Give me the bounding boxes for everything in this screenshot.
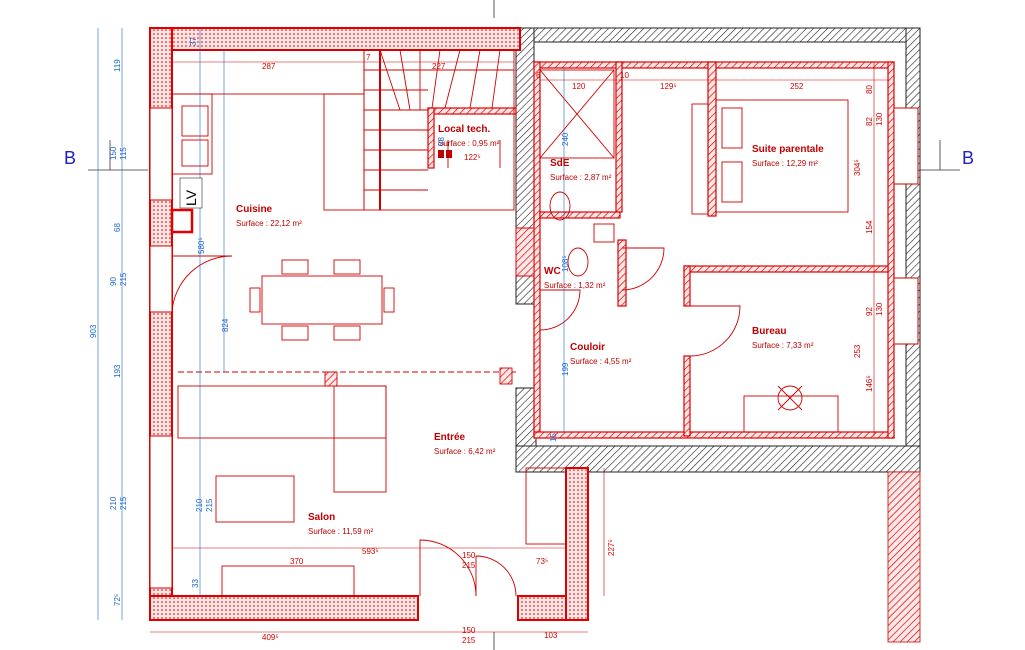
room-surface-couloir: Surface : 4,55 m² (570, 357, 632, 366)
dim-left-215a: 215 (119, 272, 128, 286)
dim-r-82a: 82 (865, 117, 874, 126)
dim-r-130b: 130 (875, 302, 884, 316)
dim-left-68: 68 (113, 223, 122, 232)
doors (171, 140, 741, 597)
room-surface-sde: Surface : 2,87 m² (550, 173, 612, 182)
room-salon: Salon Surface : 11,59 m² (308, 512, 374, 536)
room-surface-entree: Surface : 6,42 m² (434, 447, 496, 456)
dim-in-580: 580⁵ (197, 237, 206, 254)
dim-foot-103: 103 (544, 631, 558, 640)
left-dimension-lines (97, 28, 565, 620)
dim-r-146: 146⁵ (865, 375, 874, 392)
room-sde: SdE Surface : 2,87 m² (550, 158, 612, 182)
dim-r-130a: 130 (875, 112, 884, 126)
dim-left-150: 150 (109, 146, 118, 160)
dim-bot-370: 370 (290, 557, 304, 566)
dim-r-304: 304⁵ (853, 159, 862, 176)
dim-top-129: 129⁵ (660, 82, 677, 91)
dim-r-253: 253 (853, 344, 862, 358)
local-tech-equipment (438, 150, 452, 158)
room-surface-local: Surface : 0,95 m² (438, 139, 500, 148)
section-label-left: B (64, 148, 76, 168)
room-suite: Suite parentale Surface : 12,29 m² (752, 144, 824, 168)
dim-left-115: 115 (119, 147, 128, 160)
lv-label: LV (179, 177, 203, 209)
room-name-wc: WC (544, 266, 561, 277)
dim-wc-108: 108⁵ (561, 255, 570, 272)
dim-top-120: 120 (572, 82, 586, 91)
room-name-bureau: Bureau (752, 326, 786, 337)
room-name-couloir: Couloir (570, 342, 605, 353)
dim-left-215b: 215 (119, 496, 128, 510)
dim-cor-15: 15 (549, 433, 558, 442)
dim-in-824: 824 (221, 318, 230, 332)
room-name-suite: Suite parentale (752, 144, 824, 155)
bathroom-fixtures (539, 69, 615, 277)
dim-bot-215: 215 (462, 561, 476, 570)
dim-foot-215: 215 (462, 636, 476, 645)
room-name-local: Local tech. (438, 124, 490, 135)
dim-r-80: 80 (865, 85, 874, 94)
dim-side-227: 227⁵ (607, 539, 616, 556)
room-surface-bureau: Surface : 7,33 m² (752, 341, 814, 350)
room-name-cuisine: Cuisine (236, 204, 273, 215)
dim-in-33: 33 (191, 579, 200, 588)
dim-left-903: 903 (89, 324, 98, 338)
dim-top-7: 7 (366, 53, 371, 62)
section-b-left: B (64, 140, 148, 171)
dim-in-37: 37 (189, 37, 198, 46)
dim-top-6: 6 (536, 71, 541, 80)
dim-left-193: 193 (113, 364, 122, 378)
dim-r-154: 154 (865, 220, 874, 234)
bed (691, 99, 849, 215)
room-name-sde: SdE (550, 158, 570, 169)
dining-table (249, 259, 395, 341)
dim-foot-409: 409⁵ (262, 633, 279, 642)
dim-loc-122: 122⁵ (464, 153, 481, 162)
room-surface-salon: Surface : 11,59 m² (308, 527, 374, 536)
dim-left-72: 72⁵ (113, 594, 122, 606)
room-entree: Entrée Surface : 6,42 m² (434, 432, 496, 456)
room-wc: WC Surface : 1,32 m² (544, 266, 606, 290)
room-bureau: Bureau Surface : 7,33 m² (752, 326, 814, 350)
dim-bot-150: 150 (462, 551, 476, 560)
dim-sde-240: 240 (561, 132, 570, 146)
section-label-right: B (962, 148, 974, 168)
room-surface-suite: Surface : 12,29 m² (752, 159, 818, 168)
dim-left-90: 90 (109, 277, 118, 286)
room-cuisine: Cuisine Surface : 22,12 m² (236, 204, 302, 228)
room-surface-cuisine: Surface : 22,12 m² (236, 219, 302, 228)
dim-r-92: 92 (865, 307, 874, 316)
dim-left-119: 119 (113, 59, 122, 72)
sofa (177, 367, 567, 597)
dim-loc-58: 58 (437, 137, 446, 146)
dim-top-252: 252 (790, 82, 804, 91)
dim-left-210: 210 (109, 496, 118, 510)
room-couloir: Couloir Surface : 4,55 m² (570, 342, 632, 366)
dim-top-287: 287 (262, 62, 276, 71)
desk (743, 385, 839, 433)
dim-bot-73: 73⁵ (536, 557, 548, 566)
room-surface-wc: Surface : 1,32 m² (544, 281, 606, 290)
dim-in-210: 210 (195, 498, 204, 512)
dimension-lines (150, 61, 888, 633)
windows (149, 107, 919, 589)
dim-bot-593: 593⁵ (362, 547, 379, 556)
dim-foot-150: 150 (462, 626, 476, 635)
room-local: Local tech. Surface : 0,95 m² (438, 124, 500, 148)
room-name-salon: Salon (308, 512, 335, 523)
section-b-right: B (915, 140, 974, 171)
room-name-entree: Entrée (434, 432, 466, 443)
dim-top-10: 10 (620, 71, 629, 80)
lv-text: LV (183, 189, 199, 206)
kitchen-counters (171, 49, 365, 211)
dim-in-215: 215 (205, 498, 214, 512)
dim-top-227: 227 (432, 62, 446, 71)
dim-cor-199: 199 (561, 362, 570, 376)
